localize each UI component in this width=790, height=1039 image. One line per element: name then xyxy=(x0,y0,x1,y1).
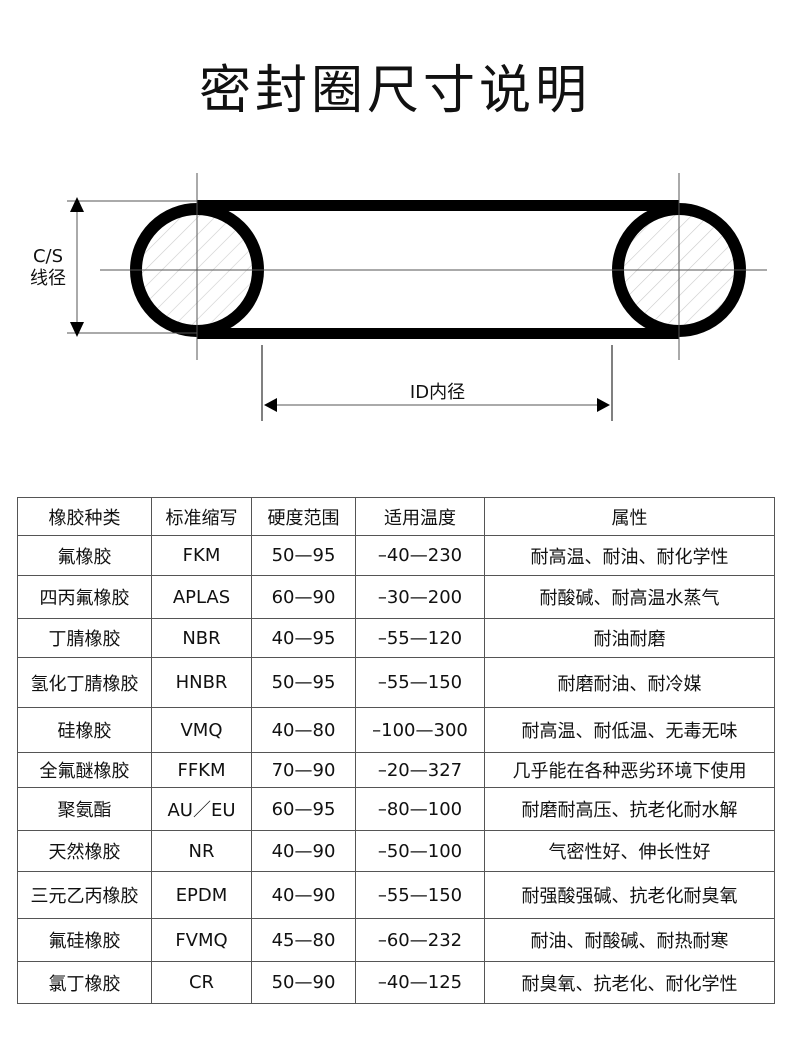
table-cell: 耐臭氧、抗老化、耐化学性 xyxy=(484,961,775,1004)
o-ring-diagram xyxy=(67,173,767,421)
table-cell: 70—90 xyxy=(251,752,356,788)
table-cell: 60—95 xyxy=(251,787,356,831)
column-header: 标准缩写 xyxy=(151,497,252,536)
table-cell: FKM xyxy=(151,535,252,576)
table-cell: 氟硅橡胶 xyxy=(17,918,152,962)
center-lines xyxy=(67,173,767,421)
table-cell: 50—95 xyxy=(251,657,356,708)
cross-section-label: C/S 线径 xyxy=(22,246,74,290)
table-cell: 耐强酸强碱、抗老化耐臭氧 xyxy=(484,871,775,919)
cs-label: C/S xyxy=(32,246,64,267)
table-cell: CR xyxy=(151,961,252,1004)
column-header: 橡胶种类 xyxy=(17,497,152,536)
table-cell: 40—90 xyxy=(251,830,356,872)
table-cell: 氢化丁腈橡胶 xyxy=(17,657,152,708)
table-cell: 几乎能在各种恶劣环境下使用 xyxy=(484,752,775,788)
table-cell: 40—80 xyxy=(251,707,356,753)
table-cell: –100—300 xyxy=(355,707,485,753)
table-cell: EPDM xyxy=(151,871,252,919)
table-cell: –55—150 xyxy=(355,871,485,919)
table-cell: 耐油耐磨 xyxy=(484,618,775,658)
table-cell: 全氟醚橡胶 xyxy=(17,752,152,788)
table-cell: –20—327 xyxy=(355,752,485,788)
table-cell: 气密性好、伸长性好 xyxy=(484,830,775,872)
table-cell: 50—95 xyxy=(251,535,356,576)
table-header-row: 橡胶种类标准缩写硬度范围适用温度属性 xyxy=(17,497,775,536)
table-cell: –40—125 xyxy=(355,961,485,1004)
table-cell: 氯丁橡胶 xyxy=(17,961,152,1004)
table-cell: NR xyxy=(151,830,252,872)
table-cell: 氟橡胶 xyxy=(17,535,152,576)
table-cell: 45—80 xyxy=(251,918,356,962)
table-cell: 聚氨酯 xyxy=(17,787,152,831)
table-cell: –55—150 xyxy=(355,657,485,708)
table-cell: 丁腈橡胶 xyxy=(17,618,152,658)
table-cell: 40—90 xyxy=(251,871,356,919)
cs-label-cn: 线径 xyxy=(30,268,66,289)
table-cell: 天然橡胶 xyxy=(17,830,152,872)
table-cell: 耐高温、耐油、耐化学性 xyxy=(484,535,775,576)
table-cell: –55—120 xyxy=(355,618,485,658)
table-cell: 四丙氟橡胶 xyxy=(17,575,152,619)
table-cell: 硅橡胶 xyxy=(17,707,152,753)
table-cell: –60—232 xyxy=(355,918,485,962)
inner-diameter-label: ID内径 xyxy=(409,382,466,403)
table-cell: –30—200 xyxy=(355,575,485,619)
table-cell: 三元乙丙橡胶 xyxy=(17,871,152,919)
table-cell: 60—90 xyxy=(251,575,356,619)
table-cell: 耐油、耐酸碱、耐热耐寒 xyxy=(484,918,775,962)
table-cell: –80—100 xyxy=(355,787,485,831)
table-cell: VMQ xyxy=(151,707,252,753)
column-header: 适用温度 xyxy=(355,497,485,536)
table-cell: 耐磨耐油、耐冷媒 xyxy=(484,657,775,708)
table-cell: –40—230 xyxy=(355,535,485,576)
column-header: 属性 xyxy=(484,497,775,536)
table-cell: NBR xyxy=(151,618,252,658)
table-cell: AU／EU xyxy=(151,787,252,831)
table-cell: FVMQ xyxy=(151,918,252,962)
table-cell: APLAS xyxy=(151,575,252,619)
page-title: 密封圈尺寸说明 xyxy=(198,61,591,121)
table-cell: 耐磨耐高压、抗老化耐水解 xyxy=(484,787,775,831)
dimension-arrows xyxy=(70,197,610,412)
table-cell: 耐高温、耐低温、无毒无味 xyxy=(484,707,775,753)
table-cell: –50—100 xyxy=(355,830,485,872)
table-cell: 40—95 xyxy=(251,618,356,658)
table-cell: 耐酸碱、耐高温水蒸气 xyxy=(484,575,775,619)
table-cell: FFKM xyxy=(151,752,252,788)
table-cell: HNBR xyxy=(151,657,252,708)
table-cell: 50—90 xyxy=(251,961,356,1004)
column-header: 硬度范围 xyxy=(251,497,356,536)
